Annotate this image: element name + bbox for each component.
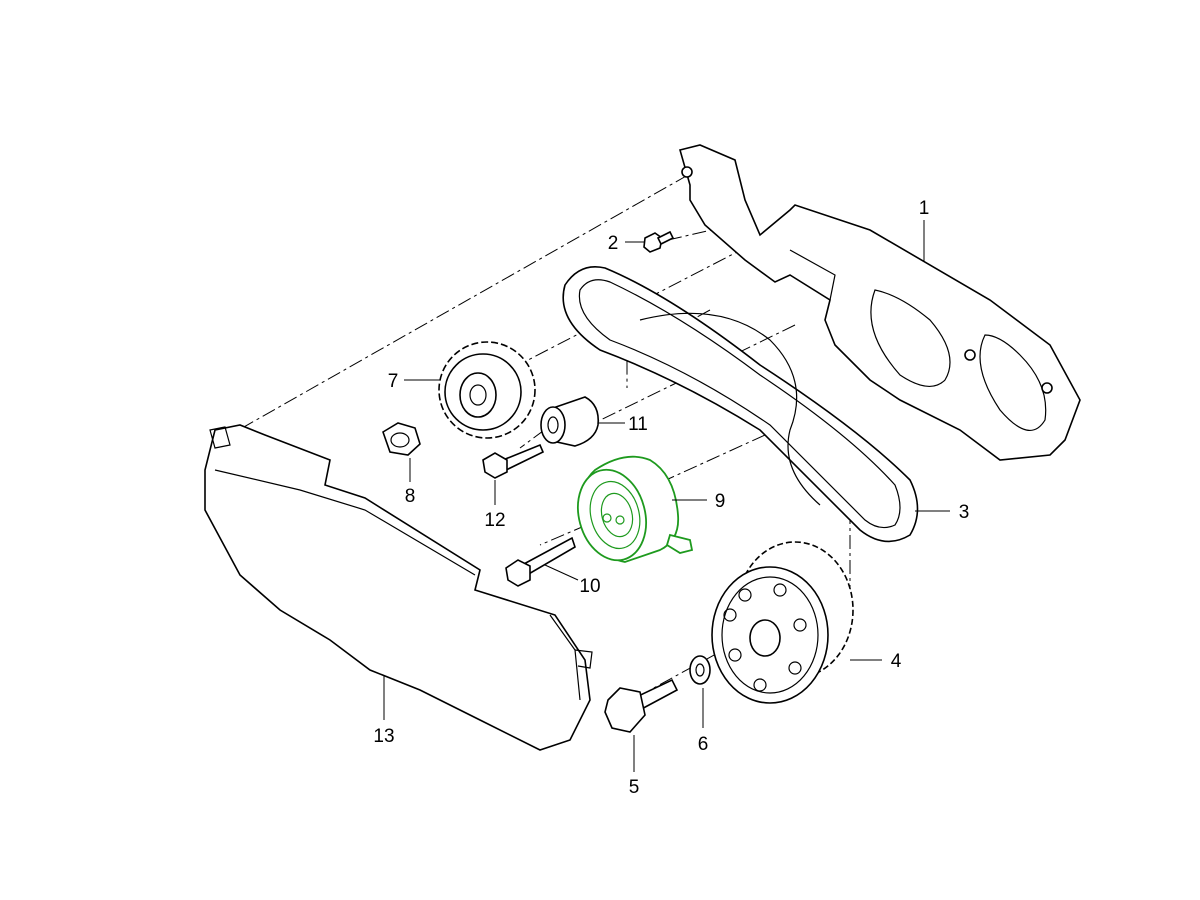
callout-11[interactable]: 11 [628,414,648,435]
callout-3[interactable]: 3 [959,502,970,523]
part-tensioner-pulley-highlighted[interactable] [568,455,694,568]
part-idler-roller[interactable] [540,396,600,447]
part-tensioner-bolt[interactable] [505,536,576,587]
part-timing-belt[interactable] [562,266,919,543]
callout-9[interactable]: 9 [715,491,726,512]
callouts: 1 2 3 4 5 6 7 8 9 10 11 12 13 [373,198,969,798]
part-screw-2[interactable] [643,230,675,253]
part-rear-timing-cover[interactable] [679,144,1081,461]
part-nut[interactable] [382,422,421,456]
callout-4[interactable]: 4 [891,651,902,672]
callout-12[interactable]: 12 [484,510,505,531]
part-pulley-bolt[interactable] [604,678,679,733]
callout-2[interactable]: 2 [608,233,619,254]
callout-5[interactable]: 5 [629,777,640,798]
part-front-timing-cover[interactable] [204,424,593,751]
part-crankshaft-pulley[interactable] [711,541,854,704]
callout-1[interactable]: 1 [919,198,930,219]
part-camshaft-gear[interactable] [438,341,536,439]
callout-13[interactable]: 13 [373,726,394,747]
callout-10[interactable]: 10 [579,576,600,597]
callout-8[interactable]: 8 [405,486,416,507]
callout-7[interactable]: 7 [388,371,399,392]
part-idler-bolt[interactable] [482,443,545,479]
leader-lines [383,220,950,772]
part-washer[interactable] [689,655,711,685]
callout-6[interactable]: 6 [698,734,709,755]
